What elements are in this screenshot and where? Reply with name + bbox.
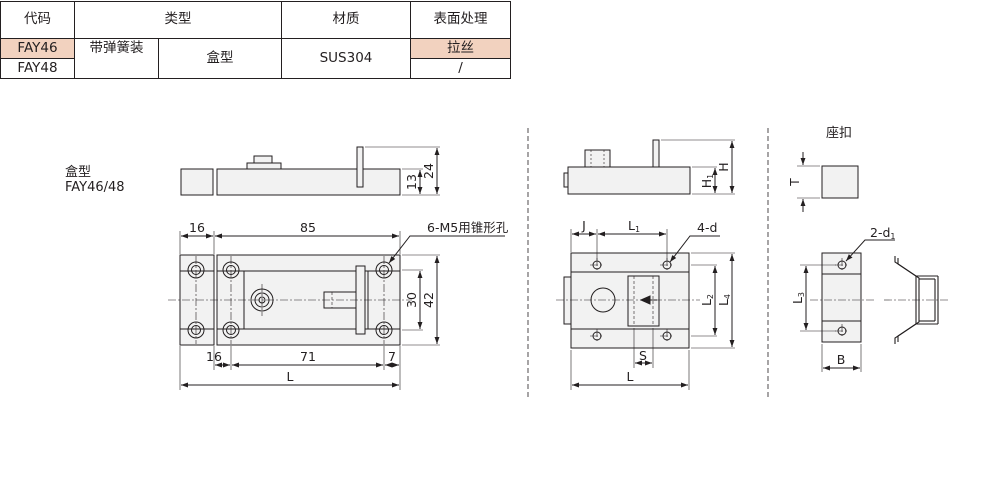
dim-42-text: 42 bbox=[421, 292, 436, 308]
dim-71-text: 71 bbox=[300, 349, 316, 364]
dim-4d-text: 4-d bbox=[697, 220, 717, 235]
dim-16b-text: 16 bbox=[206, 349, 222, 364]
hole-note-leader bbox=[388, 235, 505, 264]
dim-H1-text: H1 bbox=[699, 174, 715, 189]
dim-J-text: J bbox=[581, 218, 586, 233]
dim-B-text: B bbox=[837, 352, 846, 367]
dim-L4-text: L4 bbox=[716, 294, 732, 306]
dim-13-text: 13 bbox=[404, 174, 419, 190]
seat-label: 座扣 bbox=[826, 126, 853, 141]
dim-24-text: 24 bbox=[421, 163, 436, 179]
dim-L1-text: L1 bbox=[628, 218, 640, 234]
plan-view-2-centerlines bbox=[556, 258, 700, 343]
header-finish: 表面处理 bbox=[410, 1, 511, 39]
plan-view-2 bbox=[563, 252, 690, 349]
seat-catch-side bbox=[821, 165, 859, 199]
model-label: 盒型 FAY46/48 bbox=[65, 165, 125, 196]
header-code: 代码 bbox=[0, 1, 75, 39]
2d1-leader bbox=[845, 239, 895, 262]
cell-material: SUS304 bbox=[281, 38, 411, 79]
seat-plan-extension-lines bbox=[800, 264, 862, 372]
seat-side-extension-lines bbox=[797, 165, 820, 199]
plan-view-centerlines bbox=[168, 256, 412, 344]
dim-L2-text: L2 bbox=[699, 294, 715, 306]
dim-S-text: S bbox=[639, 348, 647, 363]
dim-7-text: 7 bbox=[388, 349, 396, 364]
seat-catch-plan bbox=[821, 252, 862, 343]
plan-view-extension-lines bbox=[179, 231, 440, 390]
dim-2d1-text: 2-d1 bbox=[870, 225, 896, 241]
side-view-box-latch bbox=[180, 146, 401, 196]
dim-30-text: 30 bbox=[404, 292, 419, 308]
side-view-extension-lines bbox=[365, 146, 440, 196]
side-view-2-extension-lines bbox=[661, 139, 735, 195]
4d-leader bbox=[669, 235, 720, 263]
plan-view-2-extension-lines bbox=[570, 229, 735, 390]
dim-H-text: H bbox=[716, 162, 731, 171]
cell-code-fay46: FAY46 bbox=[0, 38, 75, 59]
dim-16-text: 16 bbox=[189, 220, 205, 235]
cell-finish-brushed: 拉丝 bbox=[410, 38, 511, 59]
model-codes: FAY46/48 bbox=[65, 179, 125, 195]
dim-T-text: T bbox=[787, 178, 802, 187]
cell-finish-none: / bbox=[410, 58, 511, 79]
dim-L-2-text: L bbox=[627, 369, 634, 384]
model-name: 盒型 bbox=[65, 165, 92, 180]
cell-code-fay48: FAY48 bbox=[0, 58, 75, 79]
header-type: 类型 bbox=[74, 1, 282, 39]
dim-L3-text: L3 bbox=[790, 292, 806, 304]
seat-catch-profile bbox=[894, 256, 939, 344]
cell-type-spring: 带弹簧装 bbox=[74, 38, 159, 79]
dim-L-text: L bbox=[287, 369, 294, 384]
side-view-2 bbox=[563, 139, 691, 195]
cell-type-box: 盒型 bbox=[158, 38, 282, 79]
hole-note-text: 6-M5用锥形孔 bbox=[427, 220, 509, 235]
spec-table: 代码 类型 材质 表面处理 FAY46 带弹簧装 盒型 SUS304 拉丝 FA… bbox=[0, 1, 511, 79]
seat-centerlines bbox=[810, 258, 950, 338]
dim-85-text: 85 bbox=[300, 220, 316, 235]
